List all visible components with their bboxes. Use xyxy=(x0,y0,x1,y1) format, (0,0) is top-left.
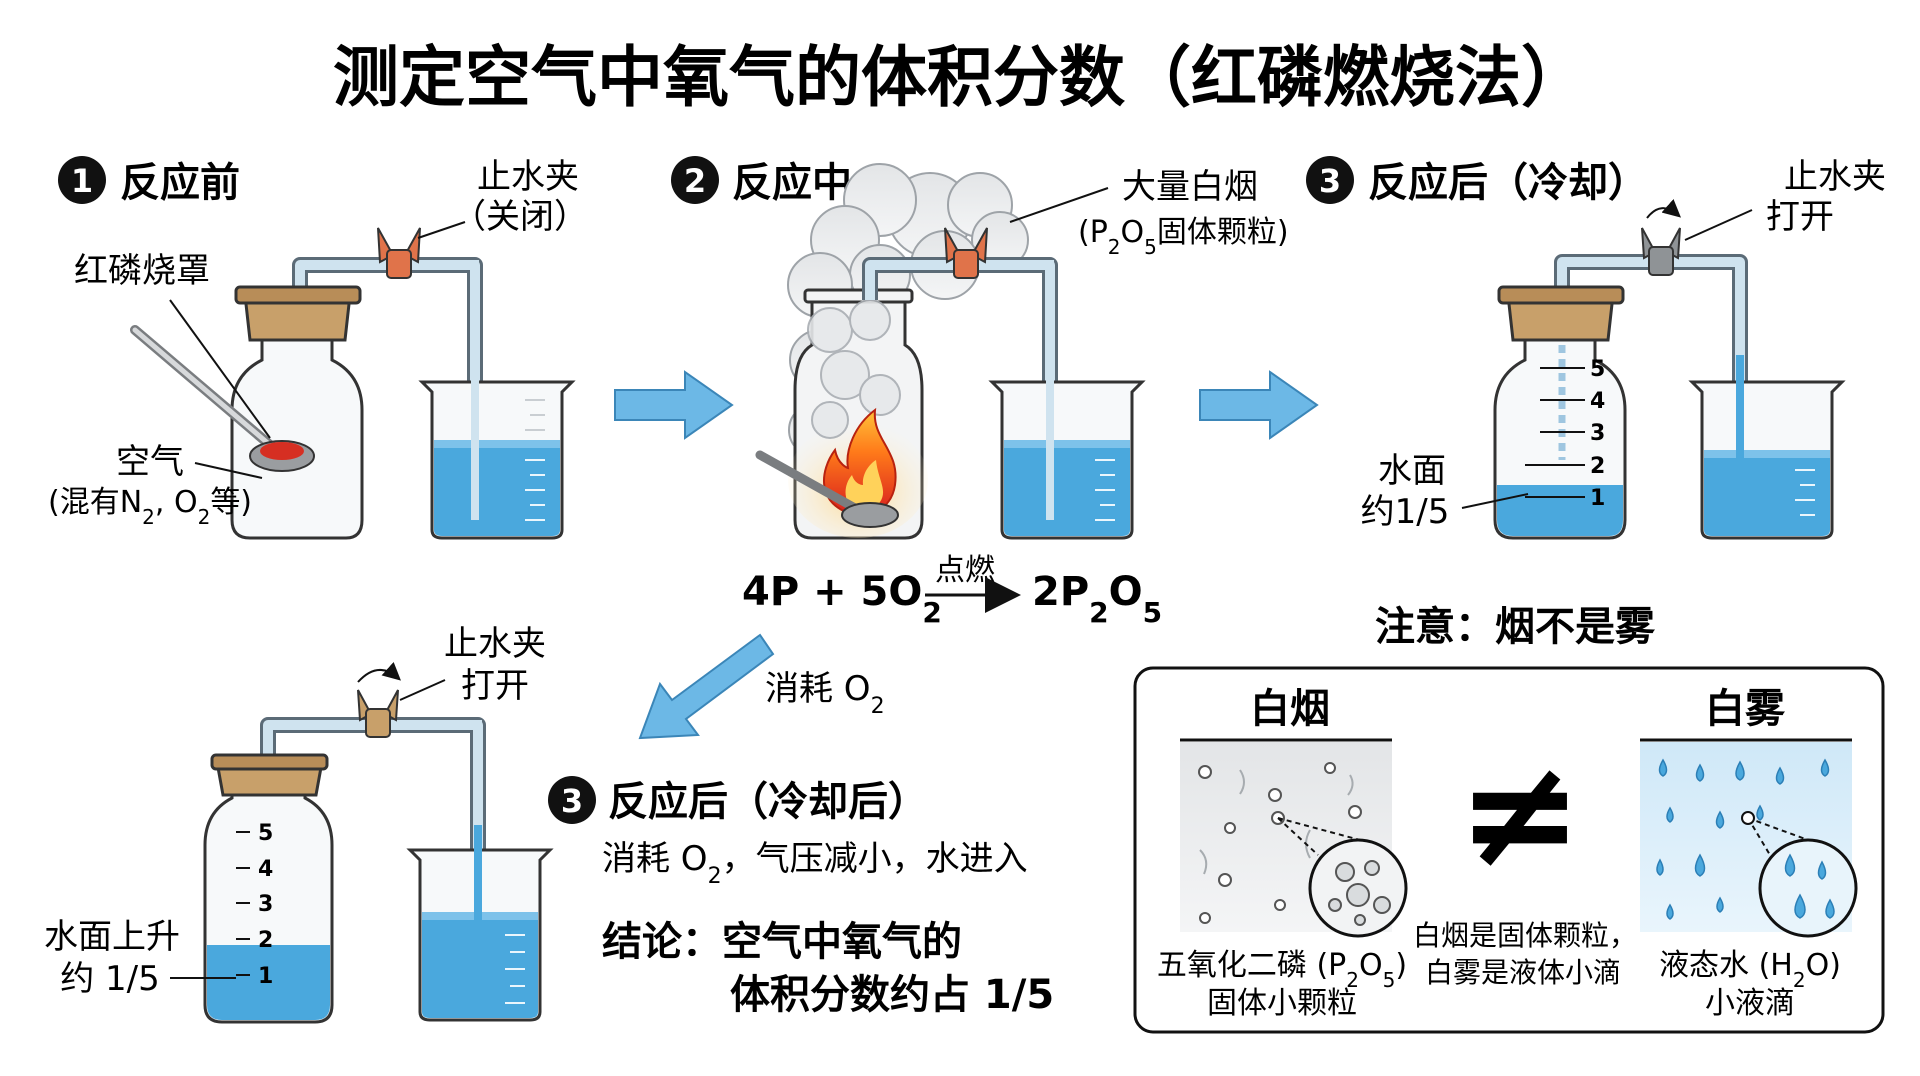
beaker-water xyxy=(1004,440,1130,536)
leader-line xyxy=(194,462,263,479)
smoke-desc-2: 固体小颗粒 xyxy=(1207,986,1357,1021)
scale-mark: 2 xyxy=(1590,454,1605,479)
air-composition: (混有N2, O2等) xyxy=(48,485,252,529)
water-clamp-open xyxy=(357,661,401,738)
smoke-label: 大量白烟 xyxy=(1122,167,1258,207)
volume-scale xyxy=(1525,367,1585,498)
step-after: 3 反应后（冷却） 5 4 3 2 1 xyxy=(1306,156,1886,540)
explanation-text: 消耗 O2，气压减小，水进入 xyxy=(602,839,1028,889)
water-level-fraction: 约 1/5 xyxy=(60,959,160,999)
step-number-badge xyxy=(1306,156,1354,204)
combustion-spoon xyxy=(841,502,899,528)
water-level-fraction: 约1/5 xyxy=(1361,492,1450,532)
scale-mark: 1 xyxy=(1590,486,1605,511)
chemical-equation: 4P + 5O2 点燃 2P2O5 xyxy=(742,553,1162,629)
leader-line xyxy=(417,221,466,239)
consume-label: 消耗 O2 xyxy=(765,669,885,719)
page-title: 测定空气中氧气的体积分数（红磷燃烧法） xyxy=(333,39,1587,116)
fog-desc-1: 液态水 (H2O) xyxy=(1659,948,1841,992)
scale-mark: 4 xyxy=(1590,389,1605,414)
step-number-badge xyxy=(671,156,719,204)
clamp-state-label: 打开 xyxy=(1766,197,1834,237)
step-number-badge xyxy=(58,156,106,204)
not-equal-icon: ≠ xyxy=(1457,727,1583,901)
step-number: 2 xyxy=(684,162,706,200)
solid-particles xyxy=(1198,762,1362,924)
flow-arrow-right xyxy=(1199,370,1319,440)
combustion-spoon-handle xyxy=(755,450,860,513)
step-label: 反应前 xyxy=(120,160,240,206)
scale-mark: 3 xyxy=(1590,421,1605,446)
clamp-state-label: （关闭） xyxy=(452,197,588,237)
clamp-label: 止水夹 xyxy=(1784,157,1886,197)
equation-product: 2P2O5 xyxy=(1032,569,1162,629)
beaker-water xyxy=(434,440,560,536)
step-label: 反应后（冷却） xyxy=(1368,160,1648,206)
step-during: 2 反应中 xyxy=(671,156,1289,540)
step-number: 3 xyxy=(561,782,583,820)
clamp-state-label: 打开 xyxy=(461,666,529,706)
step-number: 3 xyxy=(1319,162,1341,200)
cork-top xyxy=(234,285,362,305)
clamp-label: 止水夹 xyxy=(444,624,546,664)
jar-water xyxy=(207,945,330,1020)
water-level-label: 水面上升 xyxy=(44,917,180,957)
water-droplets xyxy=(1656,758,1830,920)
leader-line xyxy=(1009,187,1109,223)
leader-line xyxy=(399,679,446,701)
fog-title: 白雾 xyxy=(1705,686,1786,732)
leader-line xyxy=(169,299,271,439)
flow-arrow-right xyxy=(614,370,734,440)
volume-scale xyxy=(236,831,250,976)
leader-line xyxy=(1684,209,1753,241)
clamp-label: 止水夹 xyxy=(477,157,579,197)
water-clamp-closed xyxy=(944,227,988,279)
step-after-cooled: 5 4 3 2 1 止水夹 打开 水面上升 约 1/5 3 反应后（冷却后） 消… xyxy=(44,624,1054,1024)
step-number-badge xyxy=(548,776,596,824)
scale-mark: 1 xyxy=(258,964,273,989)
flow-arrow-down-left xyxy=(638,633,775,740)
conclusion-line-1: 结论：空气中氧气的 xyxy=(602,919,962,965)
scale-mark: 4 xyxy=(258,857,273,882)
beaker-water xyxy=(1704,450,1830,536)
note-heading: 注意：烟不是雾 xyxy=(1375,604,1656,650)
step-number: 1 xyxy=(71,162,93,200)
scale-mark: 5 xyxy=(1590,357,1605,382)
red-phosphorus xyxy=(260,442,304,460)
step-label: 反应后（冷却后） xyxy=(608,779,928,825)
step-label: 反应中 xyxy=(732,160,852,206)
equation-reactants: 4P + 5O2 xyxy=(742,569,942,629)
rotate-arrow-icon xyxy=(1646,198,1682,219)
water-clamp-open xyxy=(1641,198,1682,276)
smoke-composition: (P2O5固体颗粒) xyxy=(1078,215,1289,259)
conclusion-line-2: 体积分数约占 1/5 xyxy=(730,972,1054,1018)
air-label: 空气 xyxy=(116,442,184,482)
step-before: 1 反应前 止水夹 xyxy=(48,156,588,540)
rotate-arrow-icon xyxy=(357,661,401,683)
fog-desc-2: 小液滴 xyxy=(1705,986,1795,1021)
magnified-droplets xyxy=(1758,838,1858,938)
mid-note-1: 白烟是固体颗粒， xyxy=(1413,919,1637,952)
scale-mark: 2 xyxy=(258,928,273,953)
water-level-label: 水面 xyxy=(1378,451,1446,491)
leader-line xyxy=(1461,493,1529,509)
smoke-vs-fog-box: 白烟 五氧化二磷 (P2O5) 固体小颗粒 ≠ 白烟是固体颗粒， 白雾是液体小滴… xyxy=(1133,666,1885,1034)
scale-mark: 5 xyxy=(258,821,273,846)
smoke-title: 白烟 xyxy=(1250,686,1330,732)
mid-note-2: 白雾是液体小滴 xyxy=(1425,956,1621,989)
spoon-label: 红磷烧罩 xyxy=(74,251,210,291)
reaction-condition: 点燃 xyxy=(935,553,995,588)
scale-mark: 3 xyxy=(258,892,273,917)
water-clamp-closed xyxy=(377,227,421,279)
smoke-desc-1: 五氧化二磷 (P2O5) xyxy=(1157,948,1407,992)
